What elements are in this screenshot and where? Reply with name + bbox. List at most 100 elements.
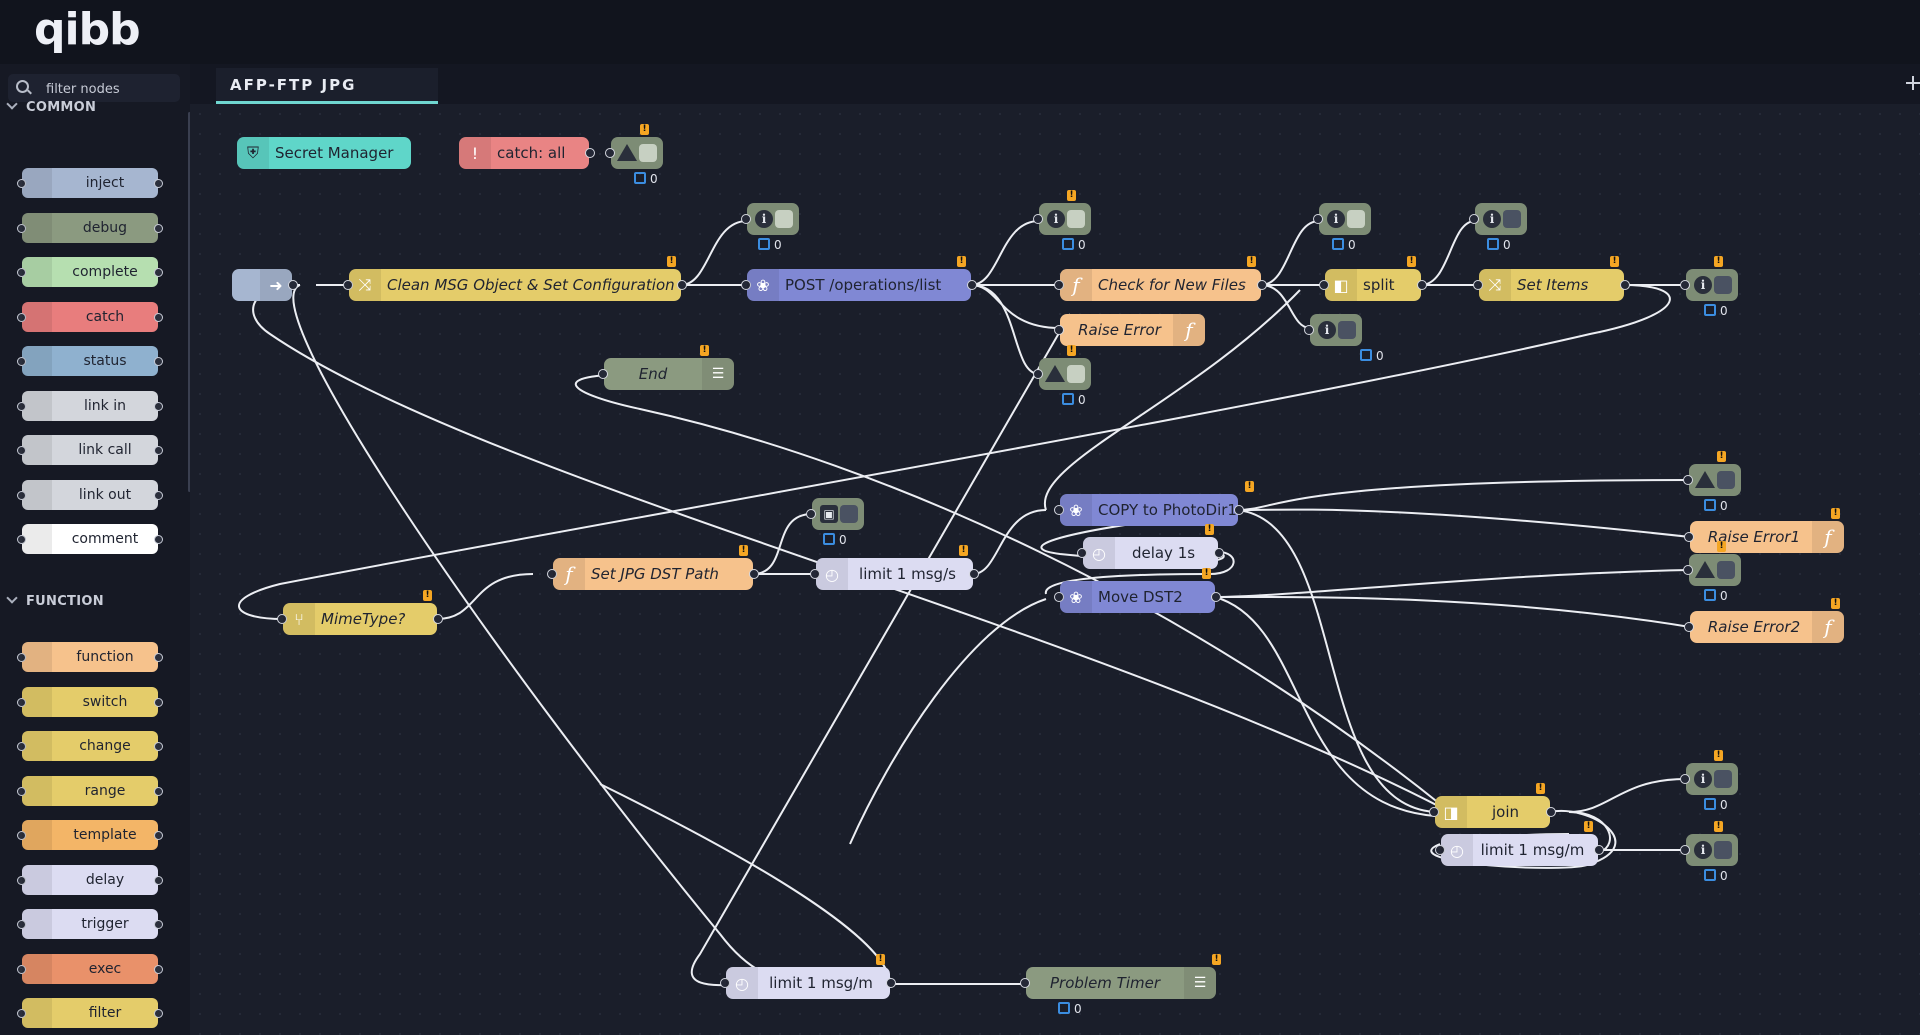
debug-node-info[interactable]: i <box>1033 203 1091 235</box>
info-icon: i <box>1318 321 1336 339</box>
debug-node-info[interactable]: i <box>1680 763 1738 795</box>
palette-node-label: trigger <box>81 916 129 932</box>
palette-node-function[interactable]: function <box>17 642 163 672</box>
palette-scrollbar[interactable] <box>188 112 191 492</box>
debug-node-info[interactable]: i <box>741 203 799 235</box>
filter-nodes-box[interactable] <box>8 74 180 102</box>
split-node[interactable]: ◧ split <box>1319 269 1427 301</box>
category-common[interactable]: COMMON <box>6 98 96 115</box>
debug-node-warning[interactable] <box>1683 554 1741 586</box>
palette-node-trigger[interactable]: trigger <box>17 909 163 939</box>
palette-node-link-in[interactable]: link in <box>17 390 163 421</box>
palette-node-link-call[interactable]: link call <box>17 435 163 465</box>
clean-msg-node[interactable]: ⤨ Clean MSG Object & Set Configuration <box>343 269 687 301</box>
palette-node-catch[interactable]: catch <box>17 301 163 332</box>
debug-toggle[interactable] <box>1067 210 1085 228</box>
debug-node-info[interactable]: i <box>1469 203 1527 235</box>
node-palette: COMMON inject debug complete catch status lin… <box>0 64 191 1035</box>
status-count: 0 <box>1360 349 1384 363</box>
post-operations-node[interactable]: ❀ POST /operations/list <box>741 269 977 301</box>
palette-node-label: complete <box>72 264 138 280</box>
palette-node-filter[interactable]: filter <box>17 998 163 1028</box>
problem-timer-node[interactable]: Problem Timer ☰ <box>1020 967 1216 999</box>
raise-error2-node[interactable]: Raise Error2 f <box>1684 611 1844 643</box>
debug-node-info[interactable]: i <box>1680 834 1738 866</box>
add-flow-icon[interactable] <box>1906 76 1920 90</box>
palette-node-link-out[interactable]: link out <box>17 479 163 510</box>
status-count: 0 <box>1487 238 1511 252</box>
debug-toggle[interactable] <box>1717 561 1735 579</box>
palette-node-label: link in <box>84 397 126 414</box>
debug-toggle[interactable] <box>1503 210 1521 228</box>
palette-node-comment[interactable]: comment <box>17 524 163 554</box>
flow-workspace[interactable]: ⛨ Secret Manager ! catch: all ! 0 ➜ ⤨ Cl… <box>190 104 1920 1035</box>
mimetype-node[interactable]: ⑂ MimeType? <box>277 603 443 635</box>
limit-1msgs-node[interactable]: ◴ limit 1 msg/s <box>810 558 979 590</box>
debug-node-info[interactable]: i <box>1304 314 1362 346</box>
category-function[interactable]: FUNCTION <box>6 592 104 609</box>
inject-node[interactable]: ➜ <box>232 269 298 301</box>
debug-toggle[interactable] <box>1714 841 1732 859</box>
palette-node-change[interactable]: change <box>17 731 163 761</box>
join-node[interactable]: ◨ join <box>1429 796 1556 828</box>
image-icon: ▣ <box>820 505 838 523</box>
limit-1msgm-node[interactable]: ◴ limit 1 msg/m <box>1435 834 1604 866</box>
check-new-files-node[interactable]: f Check for New Files <box>1054 269 1267 301</box>
nodes-icon: ❀ <box>1060 581 1092 613</box>
node-type-icon <box>22 301 52 332</box>
debug-toggle[interactable] <box>1338 321 1356 339</box>
status-count: 0 <box>1062 393 1086 407</box>
arrow-right-icon: ➜ <box>260 269 292 301</box>
debug-toggle[interactable] <box>639 144 657 162</box>
chevron-down-icon <box>6 592 18 604</box>
palette-node-switch[interactable]: switch <box>17 686 163 717</box>
palette-node-debug[interactable]: debug <box>17 212 163 243</box>
palette-node-delay[interactable]: delay <box>17 864 163 895</box>
catch-all-node[interactable]: ! catch: all <box>459 137 595 169</box>
warning-icon <box>1695 561 1715 578</box>
debug-node-info[interactable]: i <box>1313 203 1371 235</box>
debug-toggle[interactable] <box>1717 471 1735 489</box>
debug-toggle[interactable] <box>1714 276 1732 294</box>
filter-nodes-input[interactable] <box>44 78 178 100</box>
palette-node-inject[interactable]: inject <box>17 168 163 198</box>
raise-error-node[interactable]: Raise Error f <box>1054 314 1205 346</box>
status-count: 0 <box>823 533 847 547</box>
debug-node-info[interactable]: i <box>1680 269 1738 301</box>
list-icon: ☰ <box>1184 967 1216 999</box>
debug-node-image[interactable]: ▣ <box>806 498 864 530</box>
debug-node-warning[interactable] <box>1033 358 1091 390</box>
raise-error1-node[interactable]: Raise Error1 f <box>1684 521 1844 553</box>
set-jpg-dst-node[interactable]: f Set JPG DST Path <box>547 558 759 590</box>
debug-node-warning[interactable] <box>1683 464 1741 496</box>
secret-manager-node[interactable]: ⛨ Secret Manager <box>237 137 411 169</box>
debug-toggle[interactable] <box>1347 210 1365 228</box>
debug-toggle[interactable] <box>1067 365 1085 383</box>
palette-node-status[interactable]: status <box>17 346 163 376</box>
delay-1s-node[interactable]: ◴ delay 1s <box>1077 537 1224 569</box>
tab-afp-ftp-jpg[interactable]: AFP-FTP JPG <box>216 68 438 104</box>
debug-toggle[interactable] <box>840 505 858 523</box>
end-node[interactable]: End ☰ <box>598 358 734 390</box>
copy-photodir-node[interactable]: ❀ COPY to PhotoDir1 <box>1054 494 1244 526</box>
palette-node-label: inject <box>85 175 125 191</box>
debug-toggle[interactable] <box>775 210 793 228</box>
palette-node-label: link call <box>78 442 132 458</box>
set-items-node[interactable]: ⤨ Set Items <box>1473 269 1630 301</box>
move-dst2-node[interactable]: ❀ Move DST2 <box>1054 581 1221 613</box>
palette-node-label: delay <box>85 871 125 888</box>
node-type-icon <box>22 435 52 465</box>
split-icon: ◧ <box>1325 269 1357 301</box>
palette-node-template[interactable]: template <box>17 820 163 850</box>
palette-node-complete[interactable]: complete <box>17 257 163 287</box>
debug-node-warning[interactable] <box>605 137 663 169</box>
limit-1msgm-node[interactable]: ◴ limit 1 msg/m <box>720 967 896 999</box>
exclamation-icon: ! <box>459 137 491 169</box>
palette-node-range[interactable]: range <box>17 775 163 806</box>
join-icon: ◨ <box>1435 796 1467 828</box>
palette-node-exec[interactable]: exec <box>17 953 163 984</box>
status-count: 0 <box>758 238 782 252</box>
status-count: 0 <box>1704 798 1728 812</box>
node-type-icon <box>22 775 52 806</box>
debug-toggle[interactable] <box>1714 770 1732 788</box>
